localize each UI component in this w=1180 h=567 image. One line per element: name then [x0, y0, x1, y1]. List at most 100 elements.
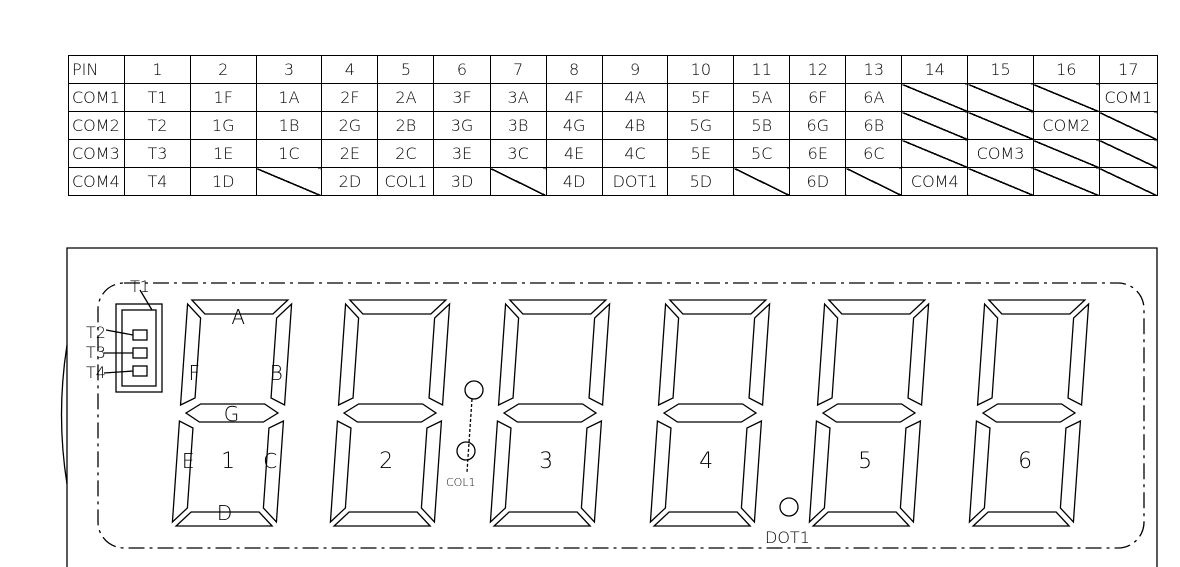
segment-c — [262, 419, 285, 524]
segment-c — [740, 419, 763, 524]
pin-cell: 2F — [321, 83, 379, 112]
digit-number-label: 3 — [539, 449, 553, 474]
pin-cell: 17 — [1098, 55, 1159, 84]
pin-cell — [1032, 139, 1100, 168]
pin-cell: 6B — [845, 111, 903, 140]
pin-cell: 4G — [545, 111, 603, 140]
segment-e — [171, 419, 194, 524]
segment-label-c: C — [263, 449, 277, 473]
colon-link-line — [466, 398, 473, 473]
segment-b — [588, 302, 611, 407]
pin-cell — [967, 111, 1034, 140]
segment-c — [580, 419, 603, 524]
pin-cell: 5F — [667, 83, 735, 112]
pin-cell: T3 — [124, 139, 191, 168]
segment-e — [489, 419, 512, 524]
pin-cell: 2B — [377, 111, 435, 140]
pin-cell: 13 — [845, 55, 903, 84]
segment-e — [329, 419, 352, 524]
pin-cell: 1B — [255, 111, 323, 140]
label-t2: T2 — [86, 323, 106, 342]
segment-b — [1067, 302, 1090, 407]
pin-cell: 4D — [545, 167, 603, 196]
segment-label-b: B — [270, 361, 283, 385]
segment-g — [821, 403, 917, 423]
segment-g — [662, 403, 758, 423]
label-col1: COL1 — [446, 476, 475, 489]
pin-cell: 1D — [189, 167, 257, 196]
colon-lower-dot — [456, 441, 476, 461]
segment-label-g: G — [224, 402, 240, 426]
decimal-dot — [779, 497, 799, 517]
segment-a — [827, 299, 927, 315]
pin-cell: DOT1 — [601, 167, 669, 196]
segment-label-d: D — [217, 501, 232, 525]
pin-cell — [901, 111, 969, 140]
segment-f — [657, 302, 680, 407]
pin-cell: 3B — [489, 111, 547, 140]
pin-cell: 15 — [967, 55, 1034, 84]
segment-label-a: A — [231, 305, 245, 329]
pin-cell: 16 — [1032, 55, 1100, 84]
pin-cell: 12 — [789, 55, 847, 84]
indicator-t2-box — [132, 329, 148, 341]
pin-cell: COM4 — [67, 167, 126, 196]
pin-cell: 6D — [789, 167, 847, 196]
pin-cell — [1098, 111, 1159, 140]
indicator-t3-box — [132, 347, 148, 359]
segment-a — [987, 299, 1087, 315]
digit-2: 2 — [329, 299, 451, 527]
pin-cell: 9 — [601, 55, 669, 84]
pin-cell: 4B — [601, 111, 669, 140]
segment-f — [497, 302, 520, 407]
digit-5: 5 — [808, 299, 930, 527]
pin-cell: 4 — [321, 55, 379, 84]
pin-cell: COM4 — [901, 167, 969, 196]
segment-e — [968, 419, 991, 524]
pin-cell: 3D — [433, 167, 491, 196]
pin-cell: 14 — [901, 55, 969, 84]
segment-a — [668, 299, 768, 315]
indicator-outer-frame — [115, 303, 163, 393]
pin-cell: 5B — [733, 111, 791, 140]
pin-cell: T4 — [124, 167, 191, 196]
pin-cell: 1A — [255, 83, 323, 112]
segment-d — [971, 511, 1071, 527]
pin-cell: COM2 — [67, 111, 126, 140]
segment-b — [907, 302, 930, 407]
pin-cell: 5 — [377, 55, 435, 84]
lcd-viewing-area — [97, 282, 1145, 549]
colon-symbol — [456, 380, 484, 473]
pin-cell — [1032, 167, 1100, 196]
pin-cell: 6A — [845, 83, 903, 112]
segment-b — [748, 302, 771, 407]
pin-cell — [901, 83, 969, 112]
label-t1: T1 — [130, 277, 150, 296]
segment-f — [976, 302, 999, 407]
t1-leader-line — [139, 289, 153, 311]
pin-cell: 2C — [377, 139, 435, 168]
pin-cell: COM3 — [67, 139, 126, 168]
segment-d — [332, 511, 432, 527]
pin-cell: 1 — [124, 55, 191, 84]
digit-number-label: 6 — [1018, 449, 1032, 474]
segment-f — [816, 302, 839, 407]
colon-upper-dot — [464, 380, 484, 400]
segment-d — [174, 511, 274, 527]
pin-cell: 4C — [601, 139, 669, 168]
pin-cell: 3E — [433, 139, 491, 168]
digit-4: 4 — [649, 299, 771, 527]
segment-f — [337, 302, 360, 407]
pin-cell — [967, 167, 1034, 196]
label-t4: T4 — [86, 363, 106, 382]
label-dot1: DOT1 — [765, 528, 810, 547]
digit-number-label: 4 — [699, 449, 713, 474]
segment-c — [899, 419, 922, 524]
segment-g — [342, 403, 438, 423]
digit-number-label: 1 — [221, 449, 235, 474]
